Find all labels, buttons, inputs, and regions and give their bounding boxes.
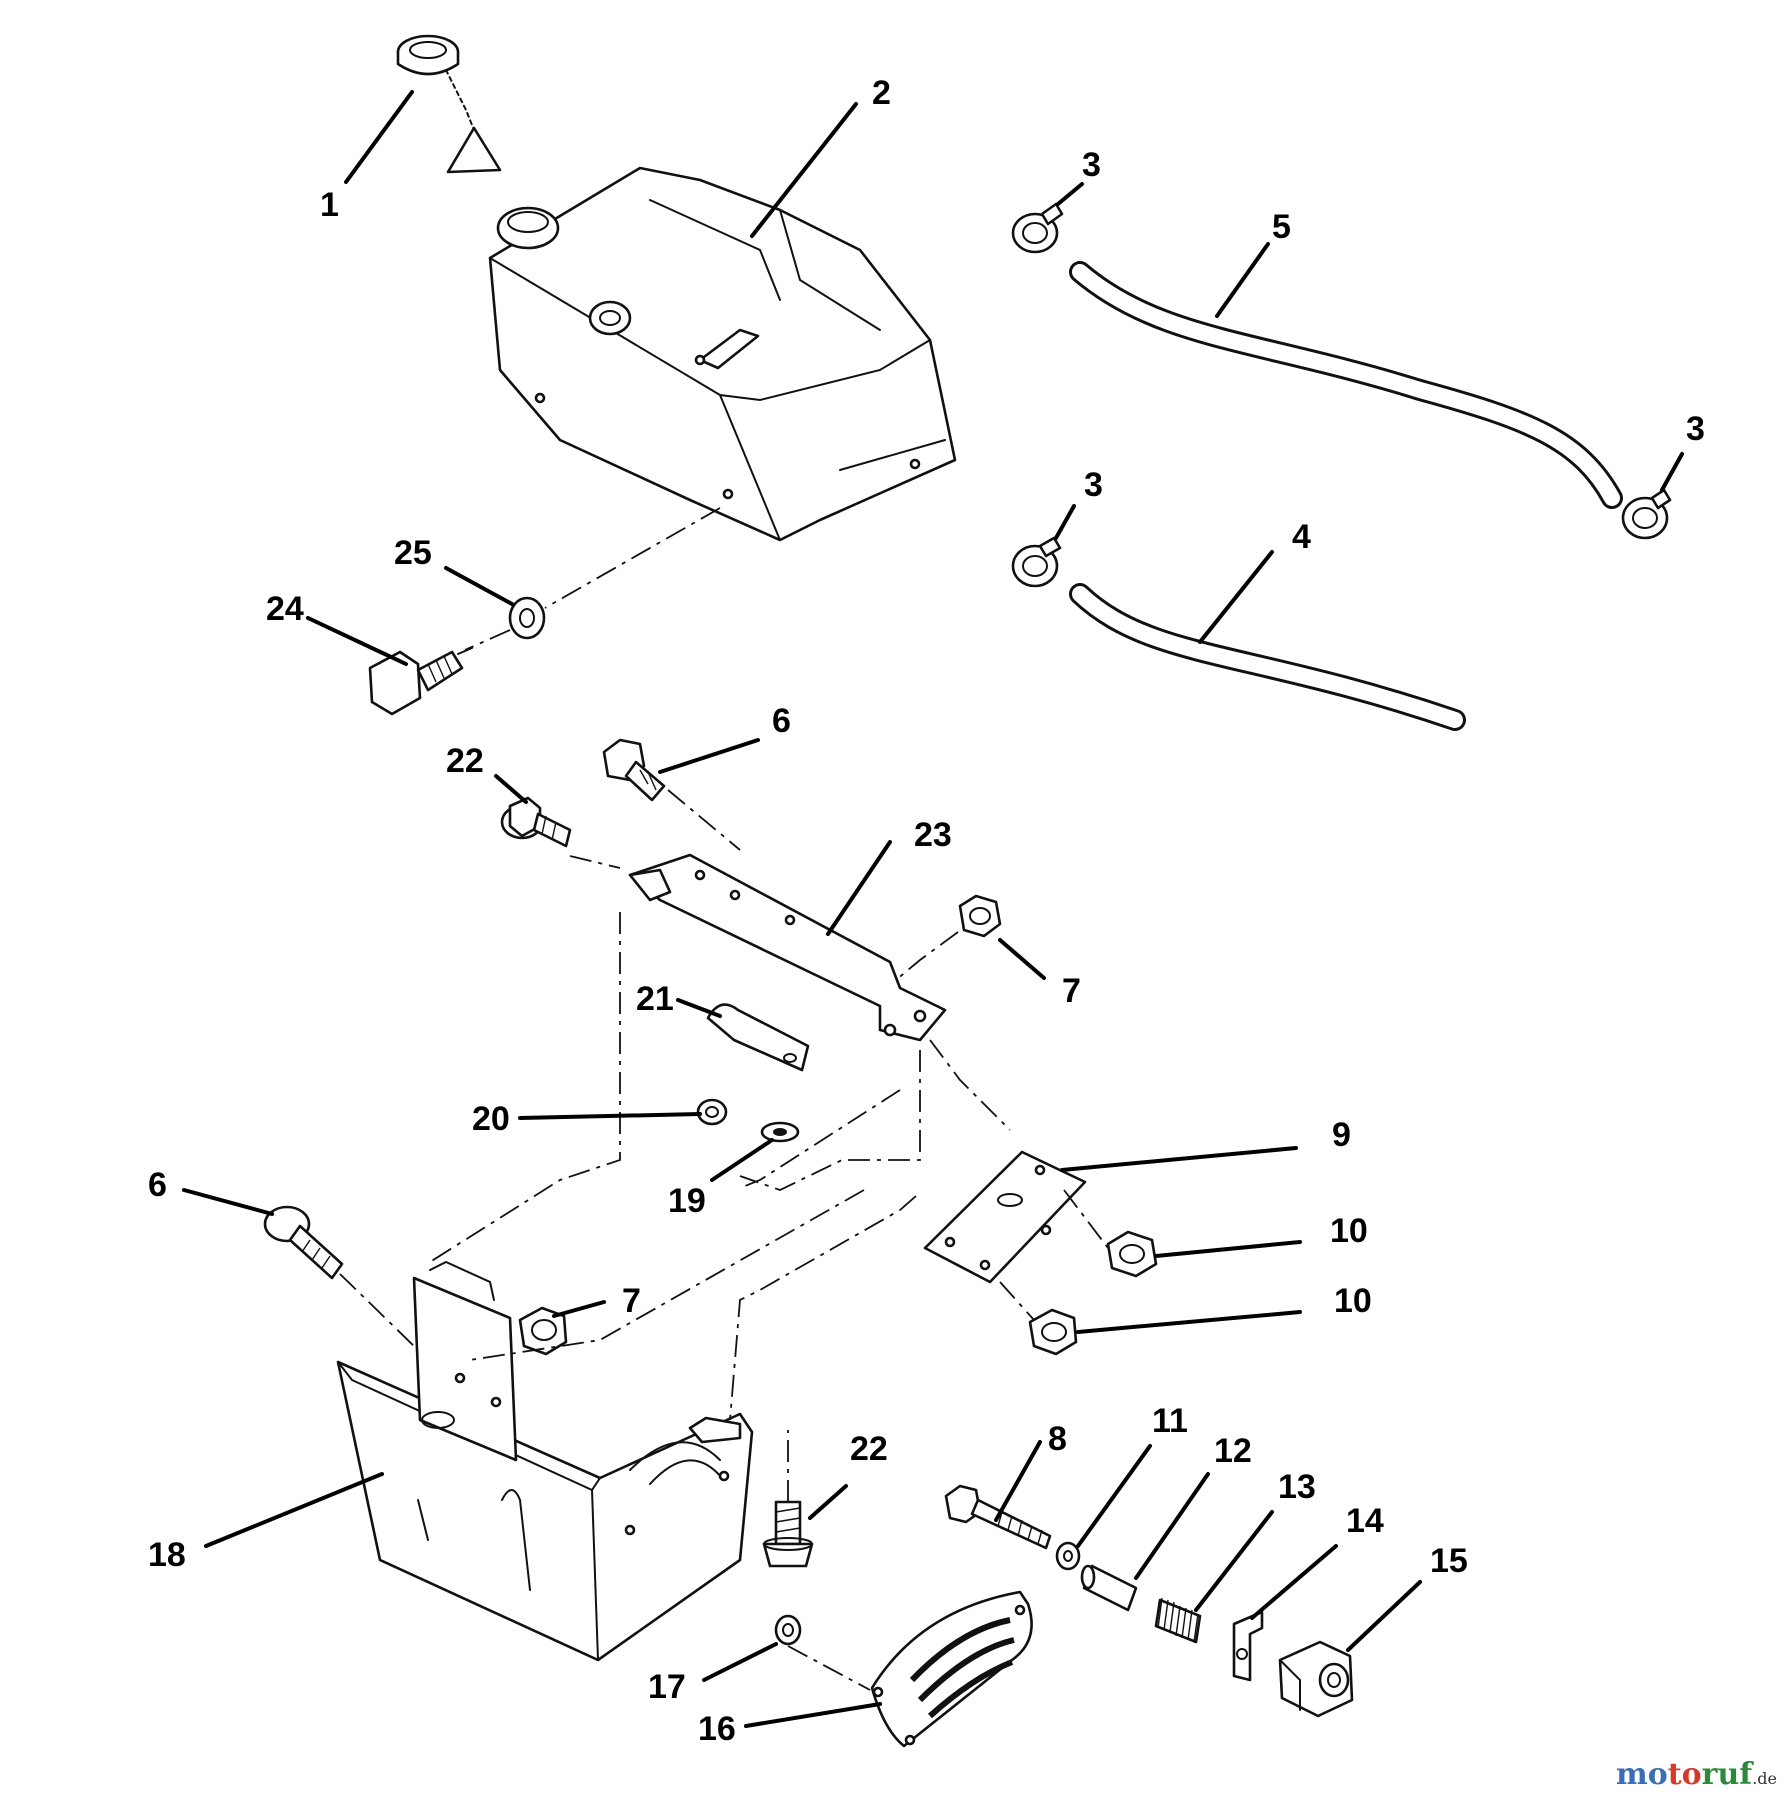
callout-3-lower: 3 (1084, 466, 1103, 504)
washer-25 (508, 596, 546, 640)
callout-1: 1 (320, 186, 339, 224)
callout-19: 19 (668, 1182, 706, 1220)
pin-12 (1080, 1564, 1138, 1612)
callout-6-upper: 6 (772, 702, 791, 740)
callout-11: 11 (1152, 1402, 1188, 1440)
fuel-tank (488, 166, 957, 542)
fuel-cap (396, 34, 502, 174)
callout-21: 21 (636, 980, 674, 1018)
callout-12: 12 (1214, 1432, 1252, 1470)
leader-lines (182, 90, 1684, 1728)
clip-14 (1232, 1610, 1264, 1682)
bolt-8 (944, 1484, 1052, 1550)
hex-nut-10-lower (1028, 1308, 1078, 1356)
callout-3-upper: 3 (1082, 146, 1101, 184)
hex-nut-7-lower (518, 1306, 568, 1356)
callout-16: 16 (698, 1710, 736, 1748)
callout-18: 18 (148, 1536, 186, 1574)
callout-2: 2 (872, 74, 891, 112)
callout-4: 4 (1292, 518, 1311, 556)
hose-clamp-right (1621, 488, 1672, 540)
callouts: 1 2 3 5 3 3 4 25 24 6 22 23 7 21 20 19 9… (148, 74, 1705, 1748)
callout-3-right: 3 (1686, 410, 1705, 448)
hex-nut-10-upper (1106, 1230, 1158, 1278)
plate-9 (923, 1150, 1087, 1284)
bolt-6-upper (602, 738, 666, 802)
bolt-6-lower (263, 1205, 344, 1280)
spring-13 (1154, 1597, 1202, 1644)
callout-5: 5 (1272, 208, 1291, 246)
watermark-part: .de (1752, 1769, 1777, 1788)
callout-17: 17 (648, 1668, 686, 1706)
callout-6-lower: 6 (148, 1166, 167, 1204)
flange-bolt-22-upper (500, 796, 572, 848)
bolt-24 (368, 647, 473, 716)
housing-18 (336, 1260, 754, 1662)
hose-clamp-upper (1011, 202, 1064, 254)
callout-7-upper: 7 (1062, 972, 1081, 1010)
watermark-part: ruf (1701, 1757, 1753, 1792)
callout-24: 24 (266, 590, 304, 628)
assembly-lines (339, 789, 1109, 1691)
flange-bolt-22-lower (762, 1500, 814, 1568)
fuel-hose-short (1069, 583, 1466, 731)
fuel-hose-long (1069, 261, 1623, 509)
grommet-20 (696, 1098, 728, 1126)
callout-23: 23 (914, 816, 952, 854)
callout-8: 8 (1048, 1420, 1067, 1458)
callout-10-upper: 10 (1330, 1212, 1368, 1250)
callout-7-lower: 7 (622, 1282, 641, 1320)
quadrant-16 (870, 1590, 1033, 1748)
washer-11 (1055, 1541, 1081, 1571)
mount-bracket-23 (628, 853, 947, 1042)
watermark-part: mo (1616, 1757, 1668, 1792)
hex-nut-7-upper (958, 894, 1002, 938)
bushing-17 (774, 1614, 802, 1646)
callout-22-upper: 22 (446, 742, 484, 780)
callout-20: 20 (472, 1100, 510, 1138)
callout-10-lower: 10 (1334, 1282, 1372, 1320)
watermark-logo: motoruf.de (1616, 1757, 1777, 1792)
callout-9: 9 (1332, 1116, 1351, 1154)
watermark-part: to (1667, 1757, 1702, 1792)
cam-block-15 (1278, 1640, 1354, 1718)
hose-clamp-lower (1011, 536, 1062, 588)
clip-21 (706, 1003, 810, 1072)
washer-19 (760, 1121, 800, 1143)
callout-13: 13 (1278, 1468, 1316, 1506)
callout-14: 14 (1346, 1502, 1384, 1540)
callout-22-lower: 22 (850, 1430, 888, 1468)
callout-25: 25 (394, 534, 432, 572)
callout-15: 15 (1430, 1542, 1468, 1580)
